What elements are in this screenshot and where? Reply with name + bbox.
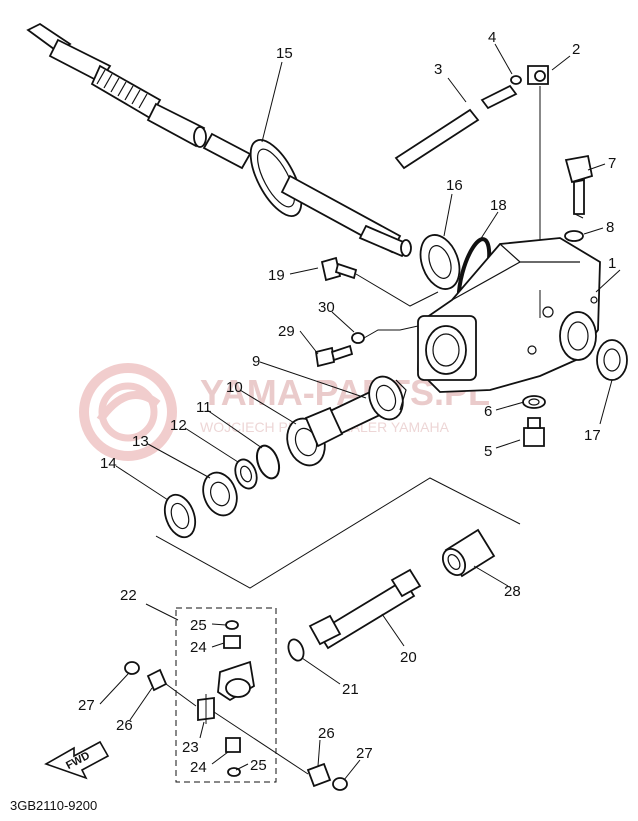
assembly-guide-line <box>155 477 521 589</box>
hose-clip-part <box>510 75 522 85</box>
callout-13: 13 <box>132 433 149 450</box>
ball-bearing-part <box>202 471 238 517</box>
callout-19: 19 <box>268 267 285 284</box>
callout-1: 1 <box>608 255 616 272</box>
callout-24-lower: 24 <box>190 759 207 776</box>
ring-nut-part <box>163 493 197 539</box>
callout-22: 22 <box>120 587 137 604</box>
callout-11: 11 <box>196 399 212 416</box>
retainer-o-ring-part <box>255 444 281 480</box>
callout-6: 6 <box>484 403 492 420</box>
forward-direction-arrow: FWD <box>44 740 110 780</box>
coupling-sleeve-part <box>441 528 496 578</box>
universal-joint-group <box>175 607 277 783</box>
callout-9: 9 <box>252 353 260 370</box>
callout-4: 4 <box>488 29 496 46</box>
callout-14: 14 <box>100 455 117 472</box>
callout-15: 15 <box>276 45 293 62</box>
callout-18: 18 <box>490 197 507 214</box>
callout-3: 3 <box>434 61 442 78</box>
drive-shaft-part <box>26 22 412 258</box>
callout-26: 26 <box>116 717 133 734</box>
callout-2: 2 <box>572 41 580 58</box>
leader-lines <box>99 43 621 781</box>
housing-bolt-upper-part <box>320 256 439 307</box>
right-washer-part <box>332 777 348 791</box>
breather-valve-part <box>564 154 594 219</box>
callout-5: 5 <box>484 443 492 460</box>
callout-12: 12 <box>170 417 187 434</box>
callout-29: 29 <box>278 323 295 340</box>
shaft-circlip-part <box>287 638 305 662</box>
callout-25-lower: 25 <box>250 757 267 774</box>
left-cap-part <box>146 668 197 707</box>
small-o-ring-part <box>564 230 584 242</box>
callout-23: 23 <box>182 739 199 756</box>
callout-28: 28 <box>504 583 521 600</box>
callout-16: 16 <box>446 177 463 194</box>
propeller-shaft-part <box>308 568 422 650</box>
final-gear-case-part <box>417 237 601 393</box>
callout-27: 27 <box>78 697 95 714</box>
callout-27-right: 27 <box>356 745 373 762</box>
callout-17: 17 <box>584 427 601 444</box>
breather-hose-part <box>394 84 518 170</box>
callout-30: 30 <box>318 299 335 316</box>
callout-24: 24 <box>190 639 207 656</box>
callout-8: 8 <box>606 219 614 236</box>
housing-bolt-lower-part <box>314 344 354 368</box>
bearing-retainer-part <box>286 406 344 467</box>
callout-21: 21 <box>342 681 359 698</box>
right-cap-part <box>213 711 332 788</box>
drain-bolt-part <box>523 417 545 447</box>
drawing-code: 3GB2110-9200 <box>10 798 97 813</box>
callout-7: 7 <box>608 155 616 172</box>
callout-25: 25 <box>190 617 207 634</box>
watermark-logo <box>79 363 177 461</box>
needle-bearing-part <box>234 458 258 490</box>
callout-26-right: 26 <box>318 725 335 742</box>
oil-seal-part <box>419 234 461 290</box>
callout-numbers: 1 2 3 4 5 6 7 8 9 10 11 12 13 14 15 16 1… <box>78 29 616 776</box>
callout-20: 20 <box>400 649 417 666</box>
side-seal-part <box>596 339 628 381</box>
drain-gasket-part <box>522 395 546 409</box>
spring-washer-part <box>351 325 419 344</box>
callout-10: 10 <box>226 379 243 396</box>
left-washer-part <box>124 661 140 675</box>
